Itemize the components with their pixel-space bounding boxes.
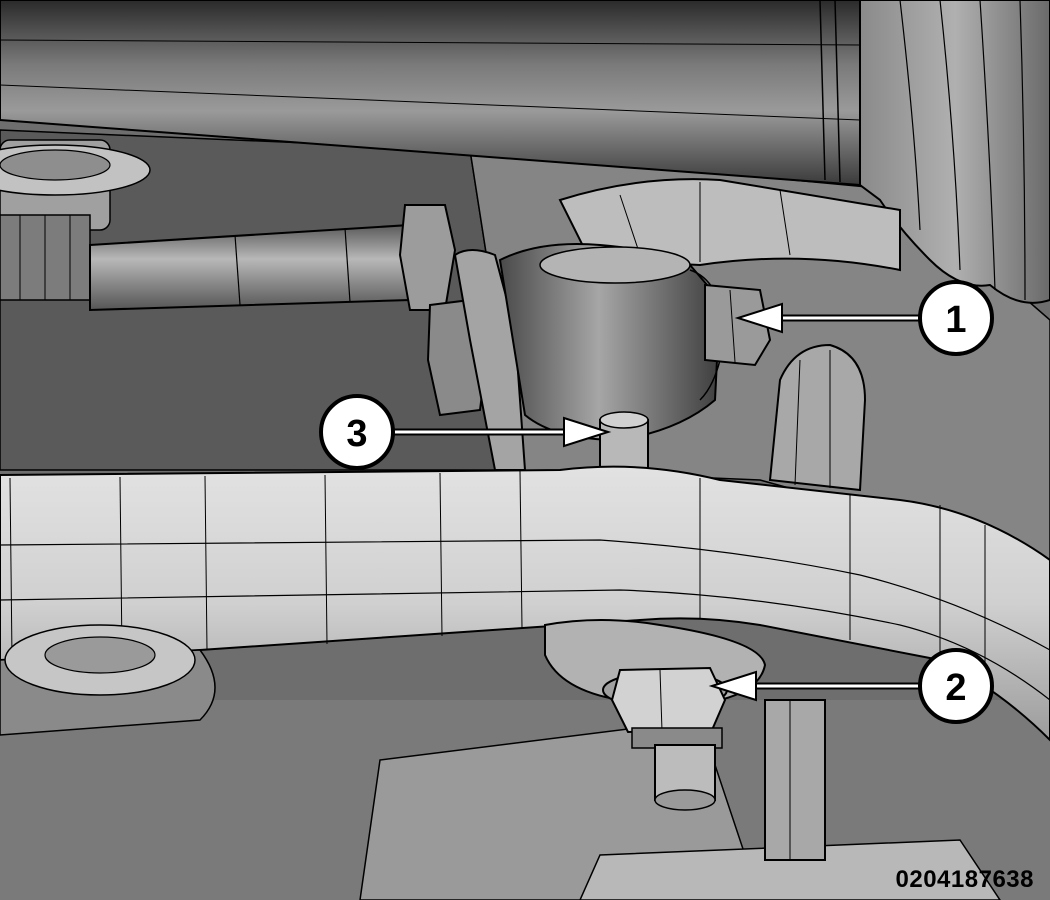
callout-arrow-3 [392,416,612,448]
callout-1-label: 1 [945,299,966,341]
bracket-fin [768,343,867,492]
link-nut-2 [610,666,727,734]
callout-2: 2 [918,648,994,724]
callout-arrow-1 [734,302,920,334]
upper-control-arm [558,178,901,272]
callout-3-label: 3 [346,413,367,455]
jam-nut [398,204,457,311]
callout-1: 1 [918,280,994,356]
callout-2-label: 2 [945,667,966,709]
lower-control-arm [0,465,1050,742]
callout-arrow-2 [708,670,920,702]
figure-id: 0204187638 [895,866,1034,893]
link-nut-1 [704,283,772,367]
callout-3: 3 [319,394,395,470]
lower-plate [579,839,1001,900]
